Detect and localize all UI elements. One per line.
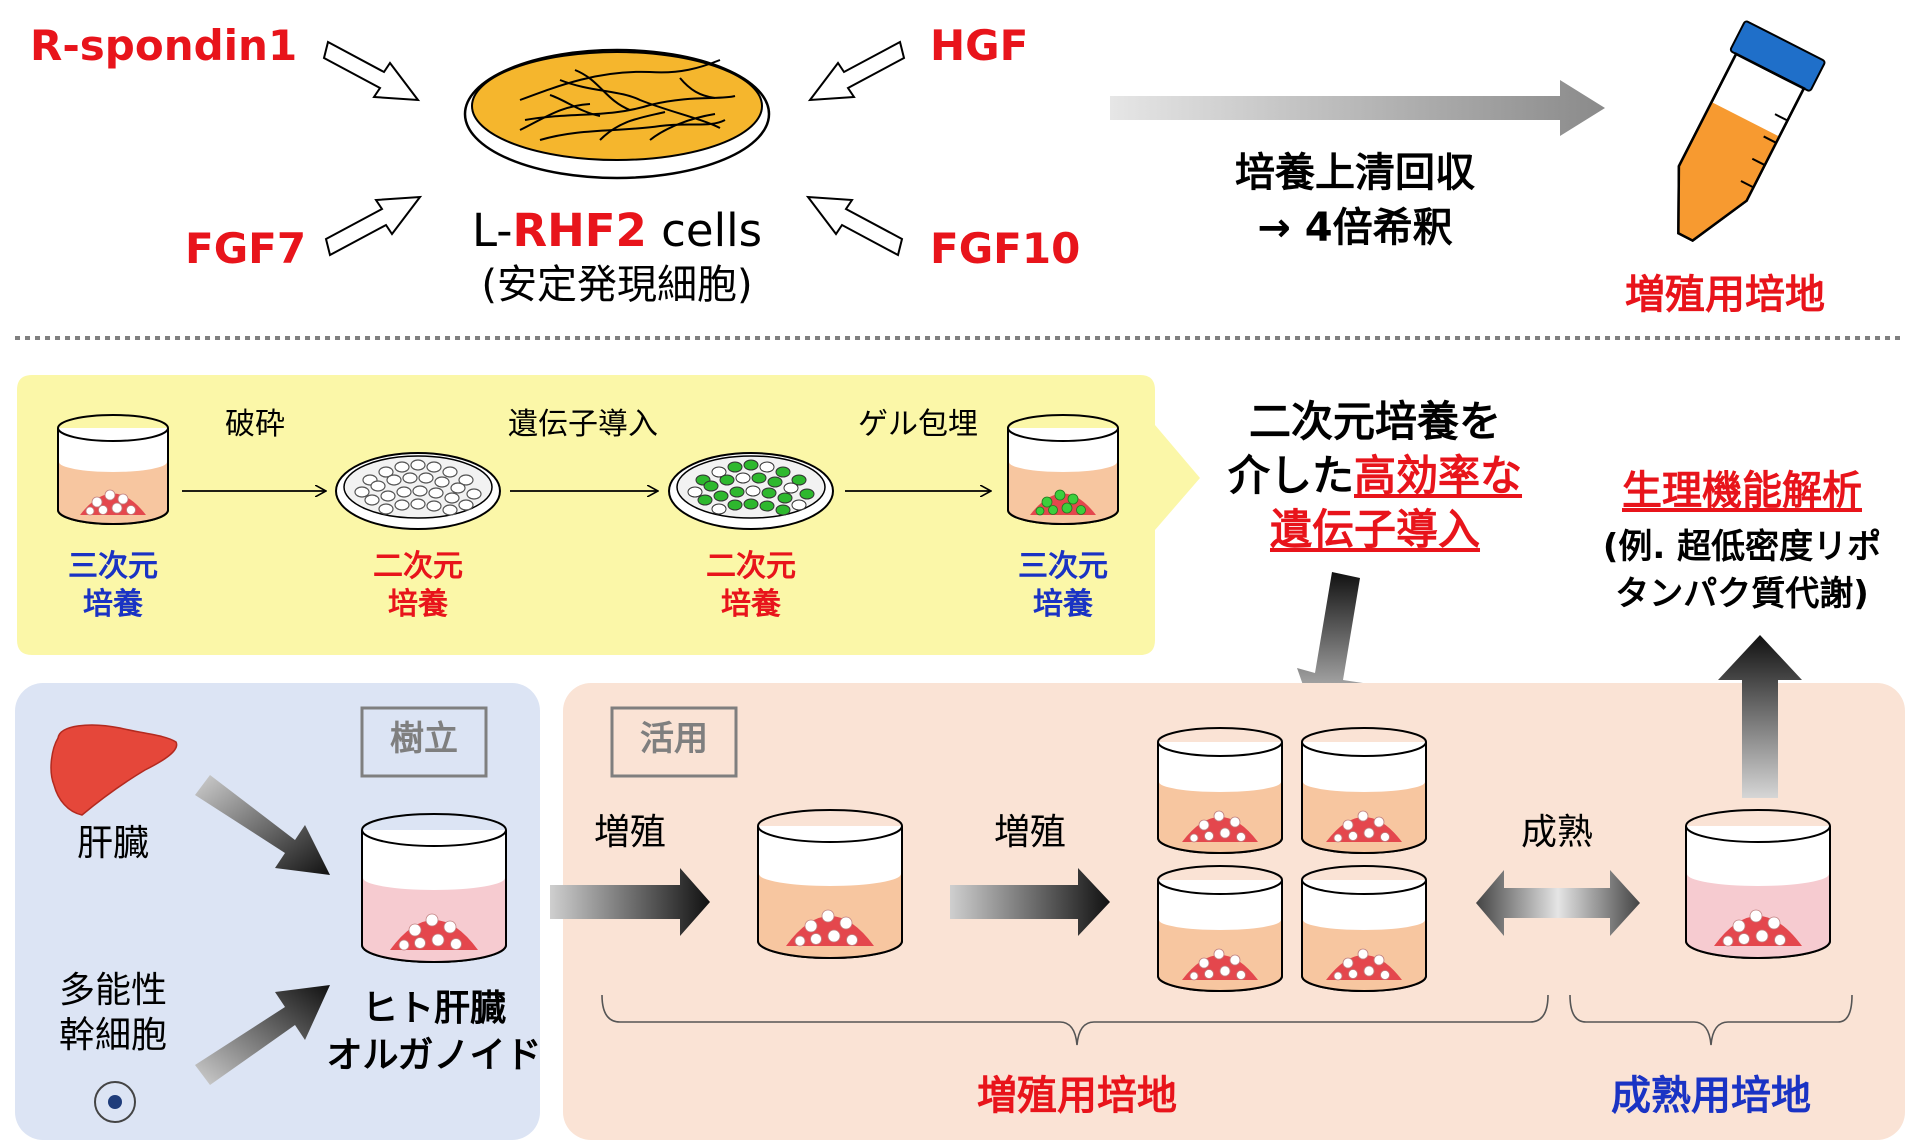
organoid-label-line2: オルガノイド <box>326 1035 542 1076</box>
process-line1: 培養上清回収 <box>1235 150 1475 196</box>
bracket-mature-medium <box>1569 994 1853 1046</box>
culture-dish-3d-2 <box>1007 414 1119 525</box>
dark-arrow-analysis <box>1718 635 1802 798</box>
arrow-label-mature: 成熟 <box>1520 812 1594 853</box>
step-label-3: ゲル包埋 <box>858 407 978 442</box>
liver-label: 肝臓 <box>76 823 150 864</box>
conical-tube-icon <box>1677 20 1826 243</box>
application-badge-box <box>610 706 738 778</box>
hollow-arrow-r-spondin1 <box>322 40 421 102</box>
bidirectional-arrow-mature <box>1476 870 1640 936</box>
callout-line1: 二次元培養を <box>1248 397 1502 446</box>
dark-arrow-stem <box>195 985 330 1085</box>
callout-line2-red: 高効率な <box>1354 451 1523 500</box>
dark-arrow-expand-1 <box>550 868 710 936</box>
analysis-title: 生理機能解析 <box>1622 468 1862 514</box>
stage-2-line1: 二次元 <box>373 549 463 584</box>
factor-r-spondin1: R-spondin1 <box>30 21 298 70</box>
establish-badge: 樹立 <box>390 719 458 759</box>
hollow-arrow-hgf <box>807 40 906 102</box>
bracket-expand-medium <box>601 994 1549 1046</box>
grey-arrow-collect <box>1110 80 1605 136</box>
organoid-dish-grid-1 <box>1157 727 1283 854</box>
stage-4-line1: 三次元 <box>1018 549 1108 584</box>
cell-line-prefix: L- <box>471 204 513 257</box>
dark-arrow-liver <box>195 775 330 875</box>
organoid-dish-establish <box>361 813 507 963</box>
liver-icon <box>50 724 178 816</box>
organoid-label-line1: ヒト肝臓 <box>361 988 507 1029</box>
cell-line-name: L-RHF2 cells <box>472 205 762 257</box>
factor-fgf7: FGF7 <box>185 224 307 273</box>
cell-line-suffix: cells <box>646 204 763 257</box>
process-line2: → 4倍希釈 <box>1257 205 1453 251</box>
establish-badge-box <box>360 706 488 778</box>
blue-panel <box>15 683 540 1140</box>
yellow-panel <box>17 375 1200 655</box>
culture-dish-2d-1 <box>335 452 501 530</box>
callout-line2-plain: 介した <box>1227 451 1354 500</box>
hollow-arrow-fgf10 <box>805 195 904 257</box>
expand-medium-label: 増殖用培地 <box>977 1073 1177 1119</box>
organoid-dish-grid-4 <box>1301 865 1427 992</box>
petri-dish-icon <box>463 48 771 180</box>
stem-cell-icon <box>94 1081 136 1123</box>
stage-3-line1: 二次元 <box>706 549 796 584</box>
callout-line3: 遺伝子導入 <box>1269 505 1481 554</box>
top-medium-label: 増殖用培地 <box>1625 272 1825 318</box>
culture-dish-3d-1 <box>57 414 169 525</box>
culture-dish-2d-2 <box>668 452 834 530</box>
mature-medium-label: 成熟用培地 <box>1611 1073 1811 1119</box>
factor-hgf: HGF <box>930 21 1029 70</box>
stage-3-line2: 培養 <box>721 587 781 622</box>
organoid-dish-expand-1 <box>757 809 903 959</box>
step-label-2: 遺伝子導入 <box>508 407 658 442</box>
stage-2-line2: 培養 <box>388 587 448 622</box>
callout-line2: 介した高効率な <box>1227 451 1523 500</box>
analysis-example-line2: タンパク質代謝) <box>1615 574 1869 614</box>
step-label-1: 破砕 <box>225 407 285 442</box>
stem-cell-label-line2: 幹細胞 <box>58 1015 168 1056</box>
cell-line-subtitle: (安定発現細胞) <box>481 262 753 308</box>
stage-1-line2: 培養 <box>83 587 143 622</box>
factor-fgf10: FGF10 <box>930 224 1081 273</box>
hollow-arrow-fgf7 <box>324 195 423 257</box>
organoid-dish-grid-2 <box>1301 727 1427 854</box>
arrow-label-expand-1: 増殖 <box>593 812 667 853</box>
cell-line-highlight: RHF2 <box>512 204 647 257</box>
stage-1-line1: 三次元 <box>68 549 158 584</box>
application-badge: 活用 <box>640 719 708 759</box>
stem-cell-label-line1: 多能性 <box>58 970 168 1011</box>
organoid-dish-grid-3 <box>1157 865 1283 992</box>
arrow-label-expand-2: 増殖 <box>993 812 1067 853</box>
dark-arrow-expand-2 <box>950 868 1110 936</box>
analysis-example-line1: (例. 超低密度リポ <box>1602 527 1882 567</box>
organoid-dish-grid <box>1157 727 1427 992</box>
stage-4-line2: 培養 <box>1033 587 1093 622</box>
organoid-dish-mature <box>1685 809 1831 959</box>
